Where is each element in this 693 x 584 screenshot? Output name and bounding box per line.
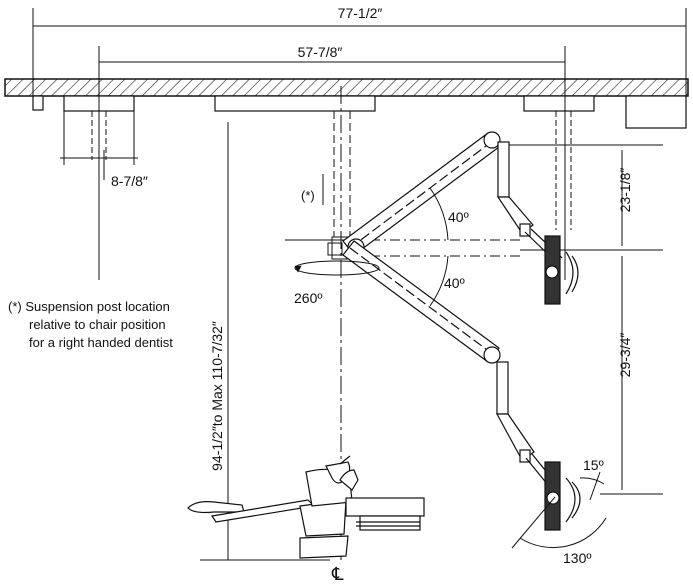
upper-drop-label: 23-1/8″ <box>617 168 633 213</box>
overall-width-dimension <box>32 8 687 110</box>
asterisk-marker: (*) <box>301 188 315 203</box>
lower-arm <box>342 240 501 364</box>
left-post <box>60 111 138 180</box>
note-line-1: (*) Suspension post location <box>8 299 170 314</box>
upper-arm <box>342 131 501 256</box>
upper-light-head <box>544 235 579 305</box>
head-swivel-label: 130º <box>563 550 591 566</box>
angle-arcs <box>429 187 607 549</box>
head-tilt-label: 15º <box>583 457 604 473</box>
ceiling-height-dimension <box>200 122 330 561</box>
lower-drop-label: 29-3/4″ <box>617 333 633 378</box>
rotation-indicator <box>294 260 380 276</box>
lower-arm-angle-label: 40º <box>444 275 465 291</box>
note-line-3: for a right handed dentist <box>29 335 173 350</box>
centerline-symbol: ℄ <box>331 564 344 584</box>
upper-drop-arm <box>496 141 563 263</box>
post-plate-label: 8-7/8″ <box>111 173 148 189</box>
post-spacing-label: 57-7/8″ <box>298 44 343 60</box>
dental-chair <box>187 455 425 559</box>
ceiling-plates <box>32 95 687 129</box>
note-line-2: relative to chair position <box>29 317 166 332</box>
lower-light-head <box>544 461 581 531</box>
suspension-note: (*) Suspension post location relative to… <box>8 298 228 352</box>
post-spacing-dimension <box>98 46 566 280</box>
overall-width-label: 77-1/2″ <box>338 5 383 21</box>
ceiling-height-label: 94-1/2″to Max 110-7/32″ <box>209 321 225 471</box>
reference-lines <box>285 144 663 495</box>
right-post <box>555 111 572 230</box>
ceiling <box>4 78 689 97</box>
upper-arm-angle-label: 40º <box>448 209 469 225</box>
rotation-angle-label: 260º <box>294 290 322 306</box>
